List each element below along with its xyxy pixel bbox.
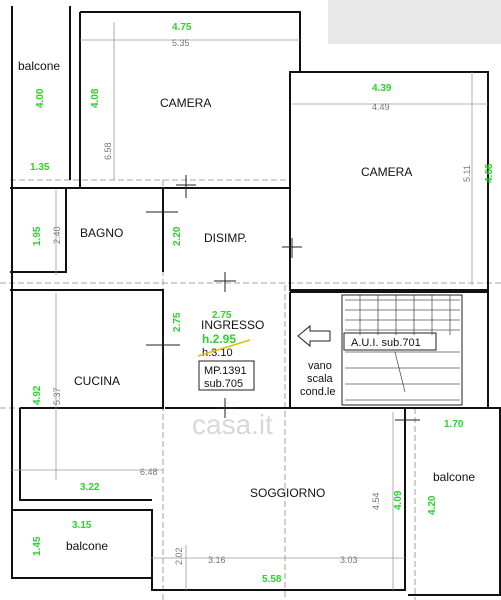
dim-408: 4.08 xyxy=(90,88,101,108)
room-balcone-top: balcone xyxy=(18,59,60,73)
height-labels: h.2.95 h.3.10 xyxy=(197,332,251,359)
dim-648: 6.48 xyxy=(140,467,158,477)
room-balcone-bottom: balcone xyxy=(66,539,108,553)
dim-466: 4.66 xyxy=(484,163,495,183)
dim-454: 4.54 xyxy=(371,492,381,510)
mp-line1: MP.1391 xyxy=(204,365,247,377)
vano-3: cond.le xyxy=(300,386,335,398)
dim-492: 4.92 xyxy=(32,385,43,405)
gray-dimensions: 5.35 6.58 4.49 5.11 2.40 5.37 6.48 4.54 … xyxy=(52,38,472,565)
dim-220: 2.20 xyxy=(172,226,183,246)
dim-135: 1.35 xyxy=(30,162,50,173)
dim-170: 1.70 xyxy=(444,419,464,430)
dim-400: 4.00 xyxy=(35,88,46,108)
room-cucina: CUCINA xyxy=(74,374,120,388)
dim-275-v: 2.75 xyxy=(172,312,183,332)
stair-hatch xyxy=(341,294,463,406)
dim-409: 4.09 xyxy=(393,490,404,510)
room-bagno: BAGNO xyxy=(80,226,123,240)
room-disimp: DISIMP. xyxy=(204,231,247,245)
dim-322: 3.22 xyxy=(80,482,100,493)
vano-1: vano xyxy=(308,360,332,372)
dim-475: 4.75 xyxy=(172,22,192,33)
green-dimensions: 4.75 4.00 4.08 1.35 4.39 4.66 1.95 2.20 … xyxy=(30,22,495,585)
dim-202: 2.02 xyxy=(174,547,184,565)
dimension-lines xyxy=(12,22,488,590)
dim-145: 1.45 xyxy=(32,536,43,556)
room-soggiorno: SOGGIORNO xyxy=(250,486,325,500)
dim-658: 6.58 xyxy=(103,142,113,160)
dim-558: 5.58 xyxy=(262,574,282,585)
dim-537: 5.37 xyxy=(52,387,62,405)
entrance-arrow xyxy=(297,324,331,348)
height-new: h.2.95 xyxy=(202,332,236,346)
height-old-strike xyxy=(197,339,251,357)
dim-439: 4.39 xyxy=(372,83,392,94)
room-balcone-right: balcone xyxy=(433,470,475,484)
vano-2: scala xyxy=(307,373,334,385)
dim-315: 3.15 xyxy=(72,520,92,531)
dim-449: 4.49 xyxy=(372,102,390,112)
blurred-logo xyxy=(328,0,501,44)
plan-notes: MP.1391 sub.705 A.U.I. sub.701 vano scal… xyxy=(192,332,437,440)
dim-511: 5.11 xyxy=(462,165,472,182)
dim-195: 1.95 xyxy=(32,226,43,246)
dim-303: 3.03 xyxy=(340,555,358,565)
door-marks xyxy=(146,175,420,421)
dim-240: 2.40 xyxy=(52,226,62,244)
aui-label: A.U.I. sub.701 xyxy=(351,337,421,349)
dim-535: 5.35 xyxy=(172,38,190,48)
mp-line2: sub.705 xyxy=(204,378,243,390)
walls xyxy=(10,6,501,596)
dim-275-h: 2.75 xyxy=(212,310,232,321)
room-camera-left: CAMERA xyxy=(160,96,211,110)
room-ingresso: INGRESSO xyxy=(201,318,264,332)
dim-316: 3.16 xyxy=(208,555,226,565)
height-old: h.3.10 xyxy=(202,347,233,359)
watermark: casa.it xyxy=(192,409,273,440)
room-labels: balcone CAMERA CAMERA BAGNO DISIMP. INGR… xyxy=(18,59,475,553)
room-camera-right: CAMERA xyxy=(361,165,412,179)
dim-420: 4.20 xyxy=(427,495,438,515)
